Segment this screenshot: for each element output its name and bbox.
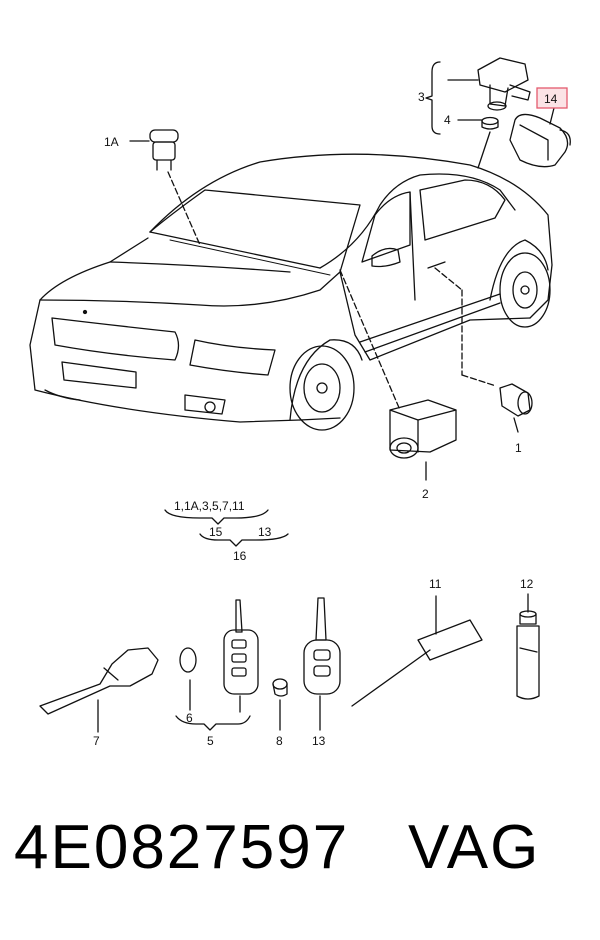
- part-5-flip-key: [175, 599, 259, 731]
- part-8-cap: [272, 678, 288, 731]
- callout-13-group: 13: [258, 525, 272, 539]
- part-11-antenna: [351, 595, 483, 707]
- callout-1: 1: [515, 441, 522, 455]
- callout-1A: 1A: [104, 135, 119, 149]
- group-brackets: [164, 509, 289, 547]
- part-number: 4E0827597: [14, 813, 350, 882]
- callout-12: 12: [520, 577, 534, 591]
- callout-6: 6: [186, 711, 193, 725]
- callout-8: 8: [276, 734, 283, 748]
- callout-5: 5: [207, 734, 214, 748]
- part-6-battery: [179, 647, 197, 711]
- part-4-ring: [457, 116, 499, 130]
- part-14-cover: [509, 107, 571, 168]
- part-7-key-blank: [39, 647, 159, 733]
- callout-group-top: 1,1A,3,5,7,11: [174, 499, 245, 513]
- callout-15: 15: [209, 525, 223, 539]
- callout-16: 16: [233, 549, 247, 563]
- callout-11: 11: [429, 577, 442, 591]
- part-1-door-lock: [434, 267, 533, 433]
- callout-14: 14: [544, 92, 558, 106]
- part-3-ignition-lock: [425, 57, 531, 135]
- highlight-box-14: [536, 87, 568, 109]
- callout-2: 2: [422, 487, 429, 501]
- part-12-spray-can: [516, 593, 540, 700]
- callout-13: 13: [312, 734, 326, 748]
- parts-diagram: 1A 3 4 14 1 2 1,1A,3,5,7,11 15 13 16 11 …: [29, 57, 571, 748]
- part-2-switch-module: [339, 269, 457, 481]
- callout-7: 7: [93, 734, 100, 748]
- callout-4: 4: [444, 113, 451, 127]
- part-13-remote-key: [303, 597, 341, 731]
- part-1A-lock-cylinder: [129, 129, 201, 246]
- callout-labels: 1A 3 4 14 1 2 1,1A,3,5,7,11 15 13 16 11 …: [93, 87, 568, 748]
- callout-3: 3: [418, 90, 425, 104]
- brand-label: VAG: [408, 813, 541, 882]
- car-illustration: [29, 153, 553, 431]
